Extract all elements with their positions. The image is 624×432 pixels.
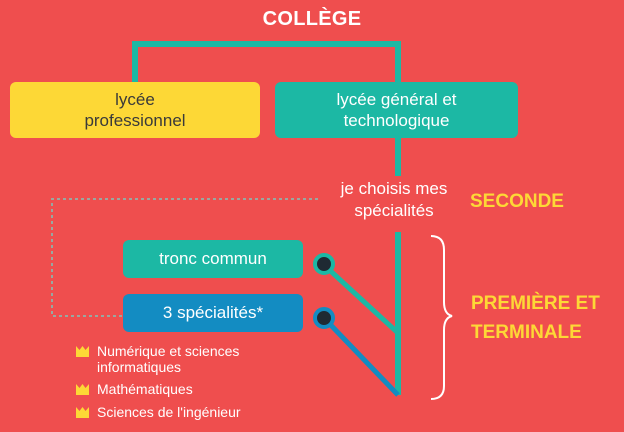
lycee-professionnel-box: lycée professionnel xyxy=(10,82,260,138)
premiere-terminale-text: PREMIÈRE ET TERMINALE xyxy=(471,293,600,343)
specialty-label: Numérique et sciences informatiques xyxy=(97,343,240,375)
college-title: COLLÈGE xyxy=(262,8,362,30)
list-item: Sciences de l'ingénieur xyxy=(76,404,297,421)
specialites-node xyxy=(313,307,335,329)
specialites-box: 3 spécialités* xyxy=(123,294,303,332)
specialites-branch-line xyxy=(322,316,400,397)
choice-text: je choisis mes spécialités xyxy=(340,179,448,221)
lycee-general-label: lycée général et technologique xyxy=(336,89,457,130)
lycee-professionnel-label: lycée professionnel xyxy=(84,89,186,130)
tronc-commun-label: tronc commun xyxy=(159,249,267,269)
tronc-commun-box: tronc commun xyxy=(123,240,303,278)
crown-icon xyxy=(76,384,89,396)
dotted-link xyxy=(51,198,318,317)
tronc-branch-line xyxy=(322,263,400,335)
seconde-label: SECONDE xyxy=(470,191,564,212)
college-connector xyxy=(132,41,401,82)
specialites-label: 3 spécialités* xyxy=(162,303,264,323)
specialty-list: Numérique et sciences informatiques Math… xyxy=(76,343,297,428)
lycee-general-box: lycée général et technologique xyxy=(275,82,518,138)
list-item: Numérique et sciences informatiques xyxy=(76,343,297,375)
specialty-label: Mathématiques xyxy=(97,381,193,398)
premiere-terminale-label: PREMIÈRE ET TERMINALE xyxy=(471,290,621,347)
crown-icon xyxy=(76,346,89,357)
list-item: Mathématiques xyxy=(76,382,297,398)
crown-icon xyxy=(76,407,89,419)
tronc-node xyxy=(313,253,335,275)
curly-brace xyxy=(430,235,453,400)
specialty-label: Sciences de l'ingénieur xyxy=(97,404,241,421)
